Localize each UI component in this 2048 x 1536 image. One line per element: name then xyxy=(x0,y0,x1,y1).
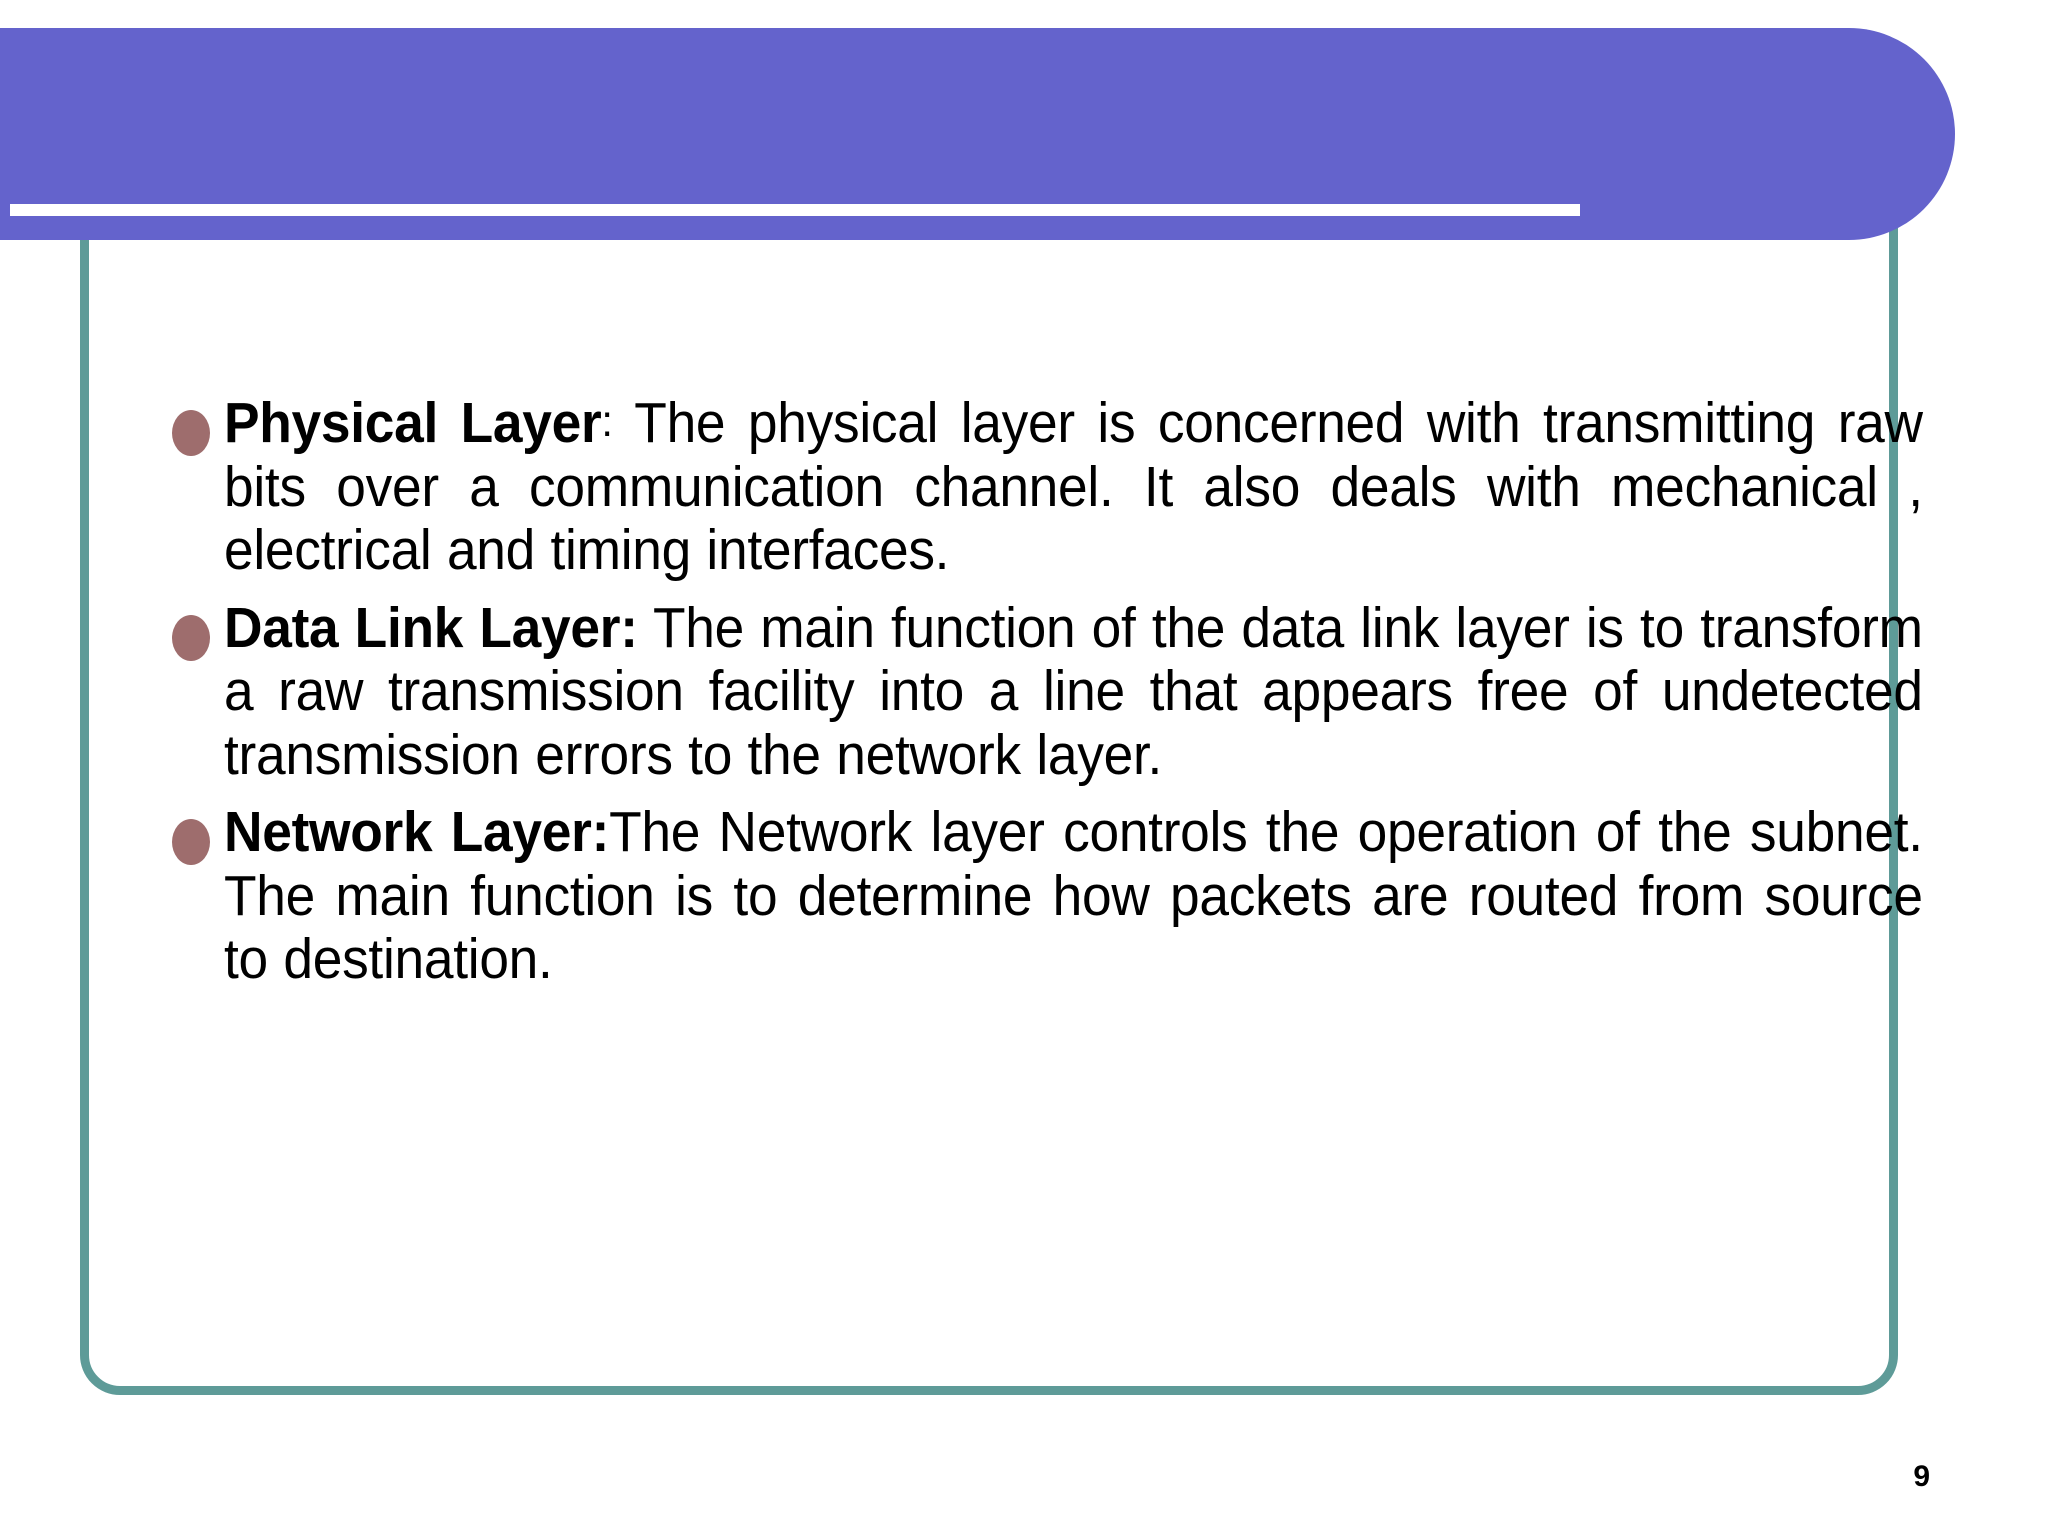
list-item: Data Link Layer: The main function of th… xyxy=(152,595,1923,788)
bullet-body-text: The main function of the data link layer… xyxy=(224,595,1923,787)
bullet-lead-label: Physical Layer xyxy=(224,391,602,455)
bullet-lead-colon: : xyxy=(620,595,638,660)
bullet-body-text: The Network layer controls the operation… xyxy=(224,800,1923,992)
bullet-lead-colon: : xyxy=(601,397,613,447)
list-item: Network Layer:The Network layer controls… xyxy=(152,800,1923,992)
bullet-lead-label: Data Link Layer xyxy=(224,595,621,660)
bullet-body-text: The physical layer is concerned with tra… xyxy=(224,391,1923,583)
page-number: 9 xyxy=(1913,1460,1930,1493)
bullet-text-data-link-layer: Data Link Layer: The main function of th… xyxy=(224,595,1923,788)
bullet-text-network-layer: Network Layer:The Network layer controls… xyxy=(224,800,1923,992)
bullet-list: Physical Layer: The physical layer is co… xyxy=(152,391,1923,992)
bullet-dot-icon xyxy=(172,614,210,661)
bullet-text-physical-layer: Physical Layer: The physical layer is co… xyxy=(224,391,1923,583)
bullet-lead-label: Network Layer xyxy=(224,800,592,865)
bullet-dot-icon xyxy=(172,410,210,456)
bullet-lead-colon: : xyxy=(591,800,610,865)
bullet-dot-icon xyxy=(172,819,210,866)
header-banner-rule xyxy=(10,204,1580,216)
list-item: Physical Layer: The physical layer is co… xyxy=(152,391,1923,583)
